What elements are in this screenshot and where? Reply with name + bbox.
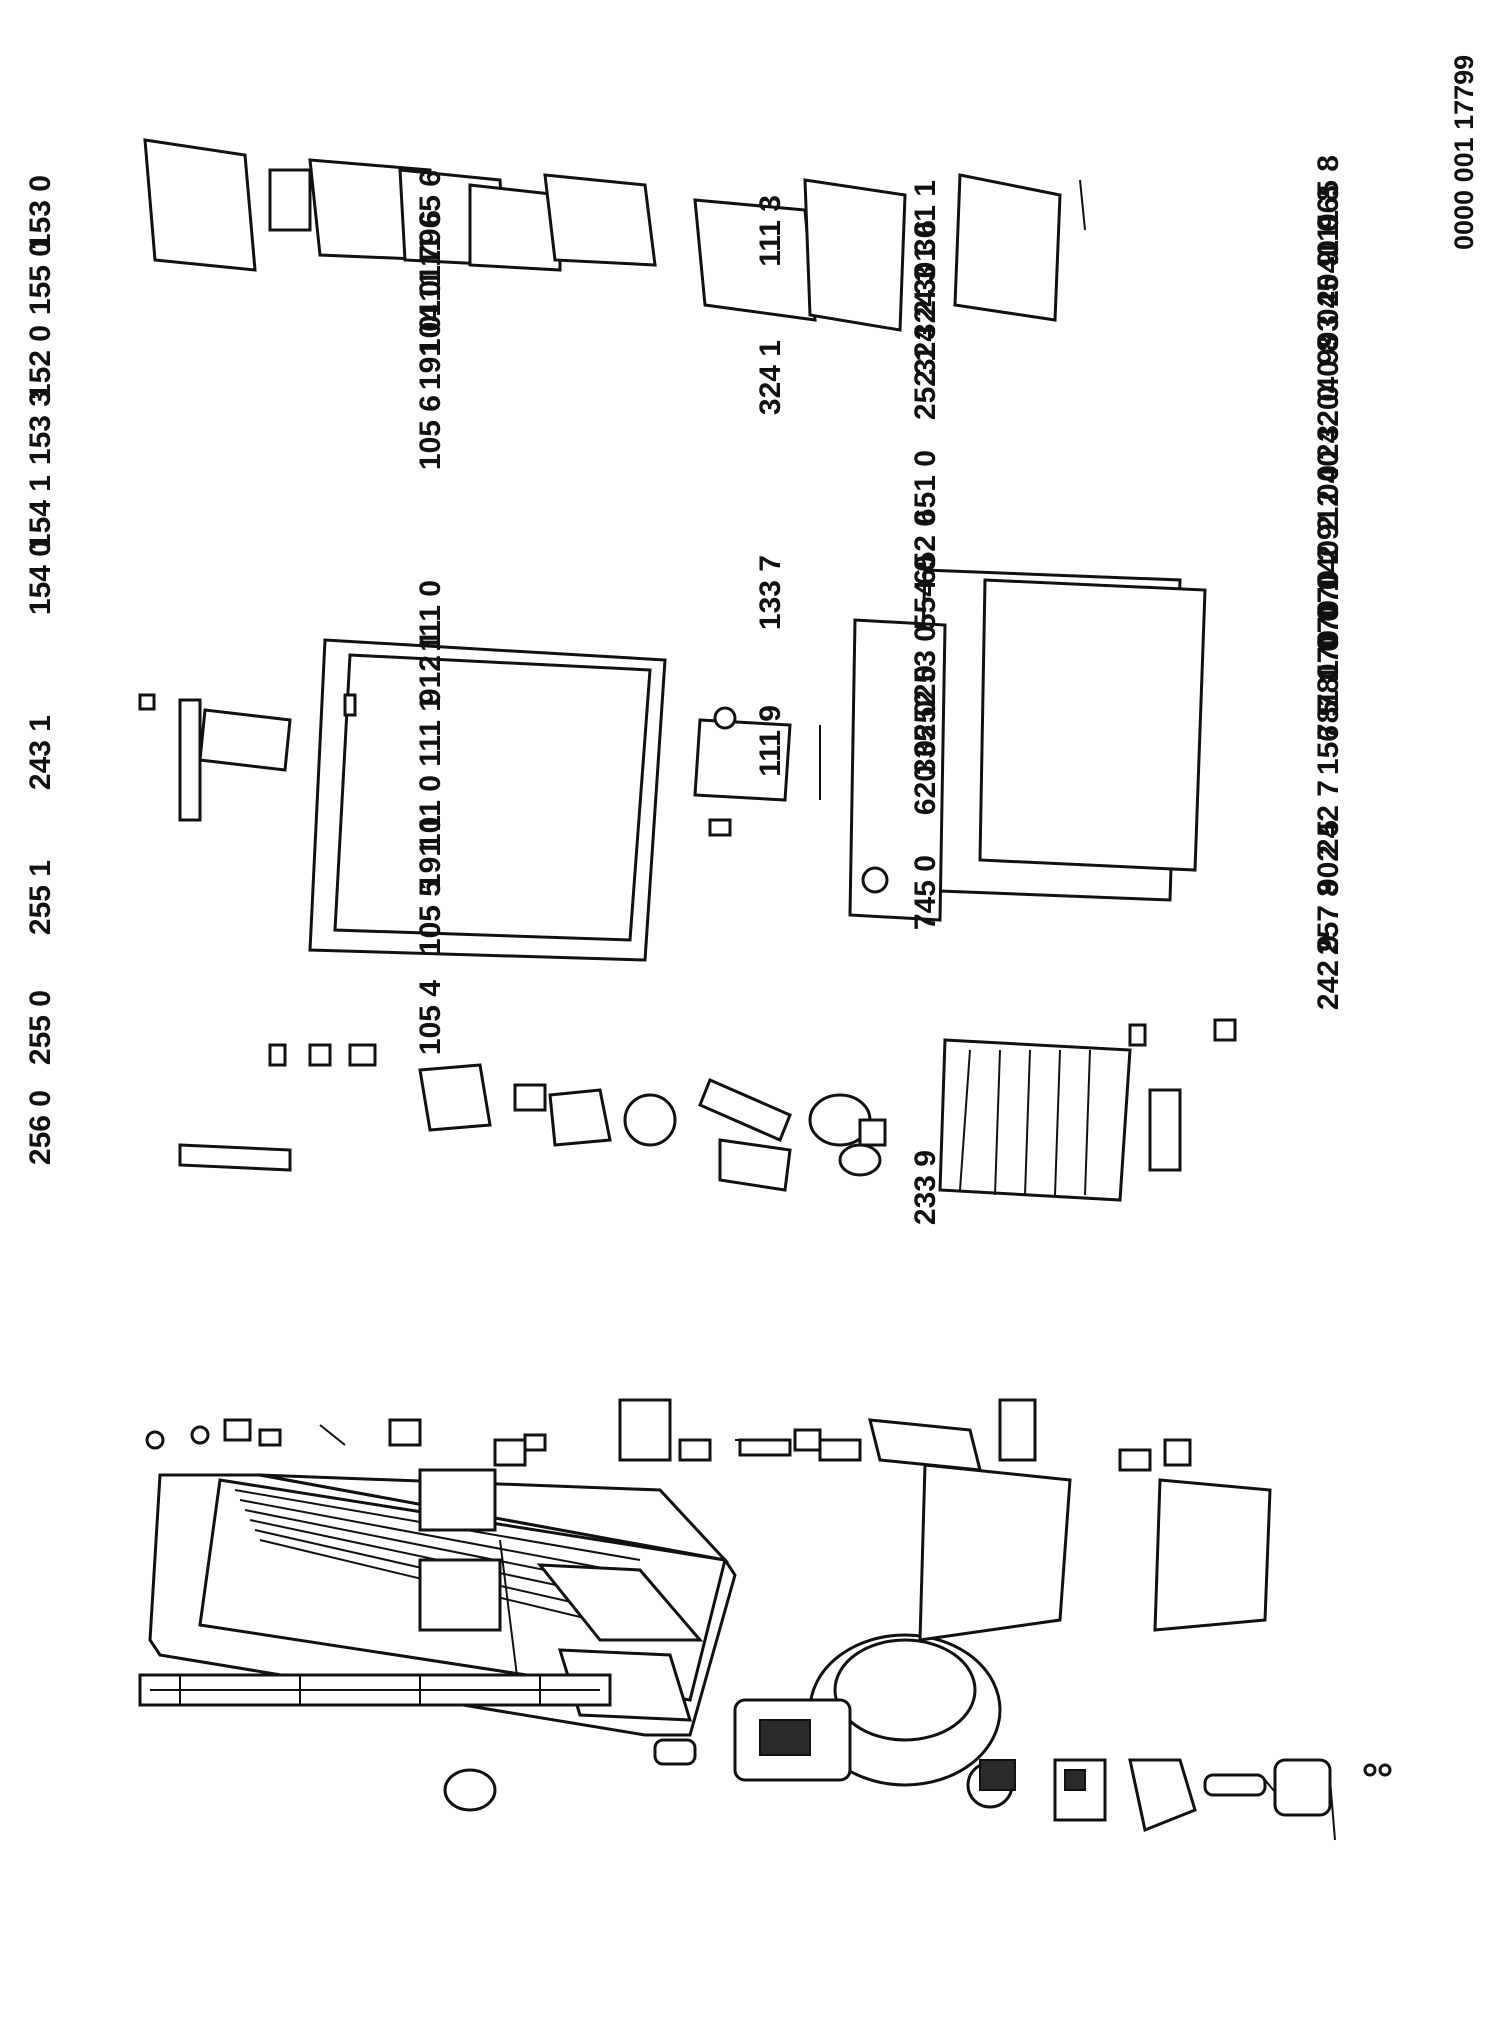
relay: [966, 1759, 1016, 1809]
part-label-c2-top-1: 301 6: [909, 220, 942, 295]
part-label-c3-bottom-0: 111 3: [754, 195, 787, 267]
door-hinge-part: [1213, 1018, 1237, 1042]
part-label-c3-top-10: 191 1: [414, 815, 447, 890]
part-label-c3-top-8: 111 1: [414, 695, 447, 767]
door-hinge-part: [1128, 1023, 1147, 1047]
part-label-c4-top-0: 153 0: [24, 175, 57, 250]
part-label-c4-top-6: 243 1: [24, 715, 57, 790]
freezer-rack: [938, 1038, 1132, 1202]
part-label-c1-top-18: 257 8: [1312, 880, 1345, 955]
part-label-c2-top-3: 324 2: [909, 300, 942, 375]
part-label-c1-top-10: 070 2: [1312, 545, 1345, 620]
part-label-c1-top-0: 965 8: [1312, 155, 1345, 230]
part-label-c3-top-5: 105 6: [414, 395, 447, 470]
part-label-c4-top-9: 256 0: [24, 1090, 57, 1165]
part-label-c3-bottom-1: 324 1: [754, 340, 787, 415]
cover-box: [1128, 1758, 1197, 1833]
part-label-c1-top-17: 902 5: [1312, 820, 1345, 895]
door-balconies: [143, 138, 657, 272]
part-label-c2-top-11: 620 0: [909, 740, 942, 815]
part-label-c2-top-10: 335 0: [909, 700, 942, 775]
part-label-c4-top-3: 153 3: [24, 390, 57, 465]
part-label-c1-top-11: 070 1: [1312, 575, 1345, 650]
capacitor: [1273, 1758, 1336, 1841]
clamp: [443, 1768, 497, 1812]
part-label-c1-top-6: 242 0: [1312, 385, 1345, 460]
freezer-components: [178, 1043, 887, 1192]
part-label-c3-top-1: 111 6: [414, 210, 447, 282]
part-label-c1-top-7: 040 3: [1312, 425, 1345, 500]
column1-small-parts: [145, 1398, 1192, 1472]
part-label-c4-top-4: 154 1: [24, 475, 57, 550]
fridge-shelves: [693, 173, 1086, 332]
screw: [1378, 1763, 1392, 1777]
part-label-c2-top-9: 252 0: [909, 665, 942, 740]
door-shelf-strip: [693, 706, 821, 837]
part-label-c1-top-12: 070 0: [1312, 605, 1345, 680]
start-device: [1053, 1758, 1107, 1822]
part-label-c3-top-12: 105 4: [414, 980, 447, 1055]
top-door: [138, 638, 667, 962]
part-label-c2-top-5: 651 0: [909, 450, 942, 525]
document-number: 0000 001 17799: [1449, 55, 1479, 250]
part-label-c1-top-1: 111 8: [1312, 185, 1345, 257]
part-label-c1-top-5: 040 8: [1312, 335, 1345, 410]
part-label-c2-top-8: 253 0: [909, 625, 942, 700]
cabinet: [148, 1468, 737, 1737]
part-label-c3-top-11: 105 5: [414, 880, 447, 955]
part-label-c1-top-16: 242 7: [1312, 780, 1345, 855]
part-label-c1-top-14: 781 1: [1312, 665, 1345, 740]
part-label-c2-top-7: 554 0: [909, 555, 942, 630]
part-label-c2-top-2: 324 3: [909, 265, 942, 340]
part-label-c3-top-0: 965 6: [414, 170, 447, 245]
part-label-c4-top-7: 255 1: [24, 860, 57, 935]
part-label-c3-top-2: 111 7: [414, 245, 447, 317]
part-label-c2-top-6: 652 0: [909, 510, 942, 585]
screw: [1363, 1763, 1377, 1777]
part-label-c3-bottom-3: 111 9: [754, 705, 787, 777]
part-label-c2-top-13: 233 9: [909, 1150, 942, 1225]
bottom-door: [848, 568, 1207, 922]
part-label-c3-top-7: 912 1: [414, 630, 447, 705]
part-label-c1-top-13: 781 0: [1312, 635, 1345, 710]
part-label-c3-top-9: 101 0: [414, 775, 447, 850]
part-label-c3-bottom-2: 133 7: [754, 555, 787, 630]
condenser: [138, 1673, 612, 1707]
crisper-drawer: [918, 1463, 1272, 1642]
part-label-c1-top-4: 993 2: [1312, 290, 1345, 365]
part-label-c1-top-15: 156 5: [1312, 700, 1345, 775]
compressor-cover: [733, 1698, 852, 1782]
part-label-c3-top-3: 104 0: [414, 280, 447, 355]
part-label-c4-top-2: 152 0: [24, 325, 57, 400]
dryer-filter: [653, 1738, 697, 1766]
part-label-c4-top-8: 255 0: [24, 990, 57, 1065]
part-label-c1-top-2: 040 0: [1312, 215, 1345, 290]
part-label-c3-top-6: 111 0: [414, 580, 447, 652]
part-label-c4-top-5: 154 0: [24, 540, 57, 615]
part-label-c1-top-3: 045 9: [1312, 250, 1345, 325]
part-label-c1-top-9: 040 2: [1312, 515, 1345, 590]
part-label-c2-top-0: 301 1: [909, 180, 942, 255]
part-label-c4-top-1: 155 0: [24, 240, 57, 315]
freezer-cover: [1148, 1088, 1182, 1172]
part-label-c3-top-4: 191 0: [414, 315, 447, 390]
part-label-c2-top-12: 745 0: [909, 855, 942, 930]
part-label-c1-top-8: 912 0: [1312, 465, 1345, 540]
part-label-c1-top-19: 242 9: [1312, 935, 1345, 1010]
part-label-c2-top-4: 252 1: [909, 345, 942, 420]
